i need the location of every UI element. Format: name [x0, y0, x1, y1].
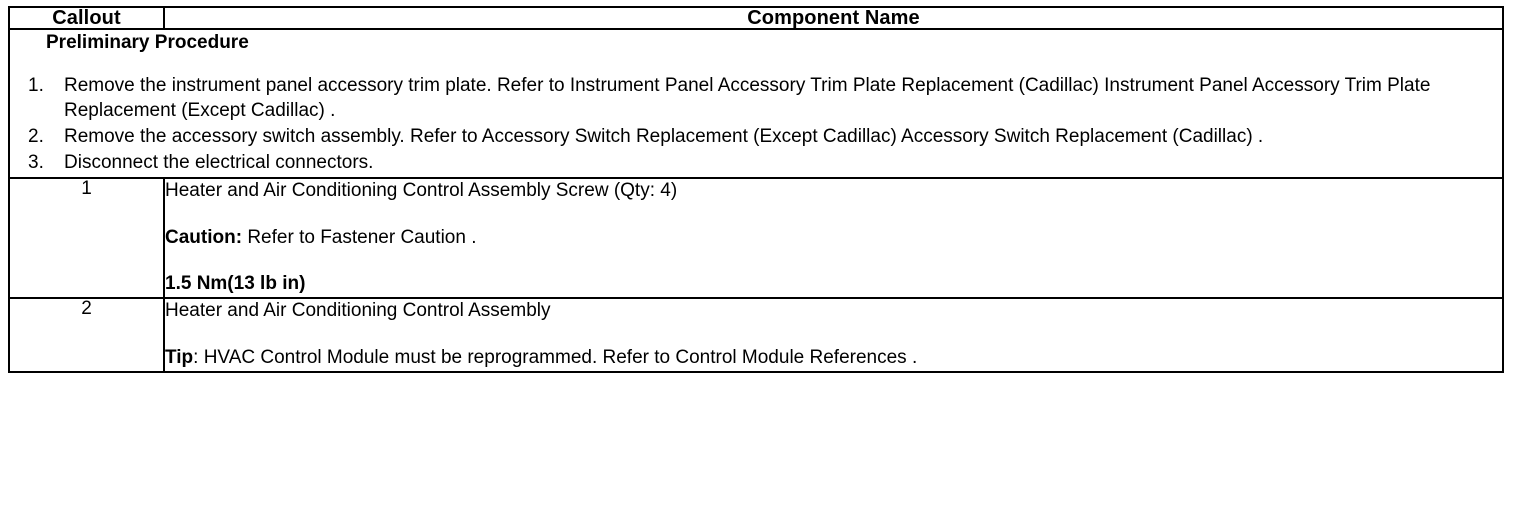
torque-spec: 1.5 Nm(13 lb in): [165, 273, 306, 295]
list-item: Disconnect the electrical connectors.: [28, 150, 374, 175]
caution-text: Refer to Fastener Caution .: [242, 226, 477, 248]
tip-note: Tip: HVAC Control Module must be reprogr…: [165, 346, 1502, 371]
component-callout-table: Callout Component Name Preliminary Proce…: [8, 6, 1504, 373]
preliminary-procedure-cell: Preliminary Procedure Remove the instrum…: [8, 27, 1504, 180]
list-item: Remove the instrument panel accessory tr…: [28, 73, 1431, 121]
table-body: Preliminary Procedure Remove the instrum…: [8, 27, 1504, 373]
preliminary-steps-list: Remove the instrument panel accessory tr…: [10, 73, 1502, 175]
list-item: Remove the accessory switch assembly. Re…: [28, 124, 1264, 149]
table-row: 2 Heater and Air Conditioning Control As…: [8, 297, 1504, 373]
table-header: Callout Component Name: [8, 6, 1504, 30]
tip-text: : HVAC Control Module must be reprogramm…: [193, 346, 918, 368]
caution-note: Caution: Refer to Fastener Caution .: [165, 226, 1502, 251]
header-callout: Callout: [8, 6, 165, 30]
header-component-name: Component Name: [163, 6, 1504, 30]
component-name-text: Heater and Air Conditioning Control Asse…: [165, 180, 678, 202]
component-name-text: Heater and Air Conditioning Control Asse…: [165, 300, 551, 322]
component-detail-cell: Heater and Air Conditioning Control Asse…: [163, 297, 1504, 373]
tip-label: Tip: [165, 346, 194, 368]
header-row: Callout Component Name: [8, 6, 1504, 30]
preliminary-procedure-row: Preliminary Procedure Remove the instrum…: [8, 27, 1504, 180]
callout-number: 2: [8, 297, 165, 373]
preliminary-procedure-title: Preliminary Procedure: [46, 32, 249, 53]
caution-label: Caution:: [165, 226, 243, 248]
component-detail-cell: Heater and Air Conditioning Control Asse…: [163, 177, 1504, 300]
table-row: 1 Heater and Air Conditioning Control As…: [8, 177, 1504, 300]
callout-number: 1: [8, 177, 165, 300]
